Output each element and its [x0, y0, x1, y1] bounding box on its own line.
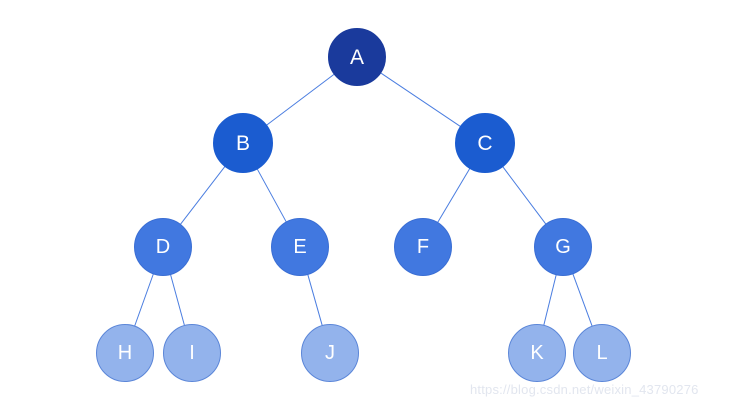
- tree-edge-c-f: [436, 167, 471, 224]
- tree-node-i[interactable]: I: [163, 324, 221, 382]
- tree-edge-d-i: [169, 273, 186, 327]
- tree-node-l[interactable]: L: [573, 324, 631, 382]
- tree-node-j[interactable]: J: [301, 324, 359, 382]
- tree-node-label-b: B: [235, 131, 250, 155]
- tree-edge-a-c: [379, 72, 462, 128]
- tree-node-c[interactable]: C: [455, 113, 515, 173]
- tree-node-a[interactable]: A: [328, 28, 386, 86]
- tree-node-label-a: A: [349, 45, 364, 69]
- tree-edge-b-d: [179, 165, 226, 226]
- tree-node-label-c: C: [477, 131, 493, 155]
- tree-node-b[interactable]: B: [213, 113, 273, 173]
- tree-edge-a-b: [265, 73, 335, 126]
- tree-node-d[interactable]: D: [134, 218, 192, 276]
- tree-edge-c-g: [501, 165, 547, 225]
- watermark-text: https://blog.csdn.net/weixin_43790276: [470, 382, 699, 397]
- tree-node-label-d: D: [155, 236, 171, 258]
- tree-edge-g-k: [543, 274, 557, 326]
- tree-edge-d-h: [133, 273, 155, 327]
- tree-node-label-j: J: [325, 342, 335, 364]
- tree-node-k[interactable]: K: [508, 324, 566, 382]
- tree-node-e[interactable]: E: [271, 218, 329, 276]
- tree-node-h[interactable]: H: [96, 324, 154, 382]
- tree-edge-b-e: [256, 168, 287, 223]
- tree-edge-g-l: [572, 273, 593, 327]
- tree-node-g[interactable]: G: [534, 218, 592, 276]
- tree-node-label-h: H: [117, 342, 133, 364]
- tree-node-label-k: K: [530, 342, 544, 364]
- tree-node-f[interactable]: F: [394, 218, 452, 276]
- tree-node-label-f: F: [416, 236, 430, 258]
- tree-node-label-l: L: [596, 342, 608, 364]
- tree-node-label-g: G: [555, 236, 571, 258]
- tree-edge-e-j: [307, 273, 323, 327]
- tree-node-label-e: E: [293, 236, 307, 258]
- tree-node-label-i: I: [189, 342, 195, 364]
